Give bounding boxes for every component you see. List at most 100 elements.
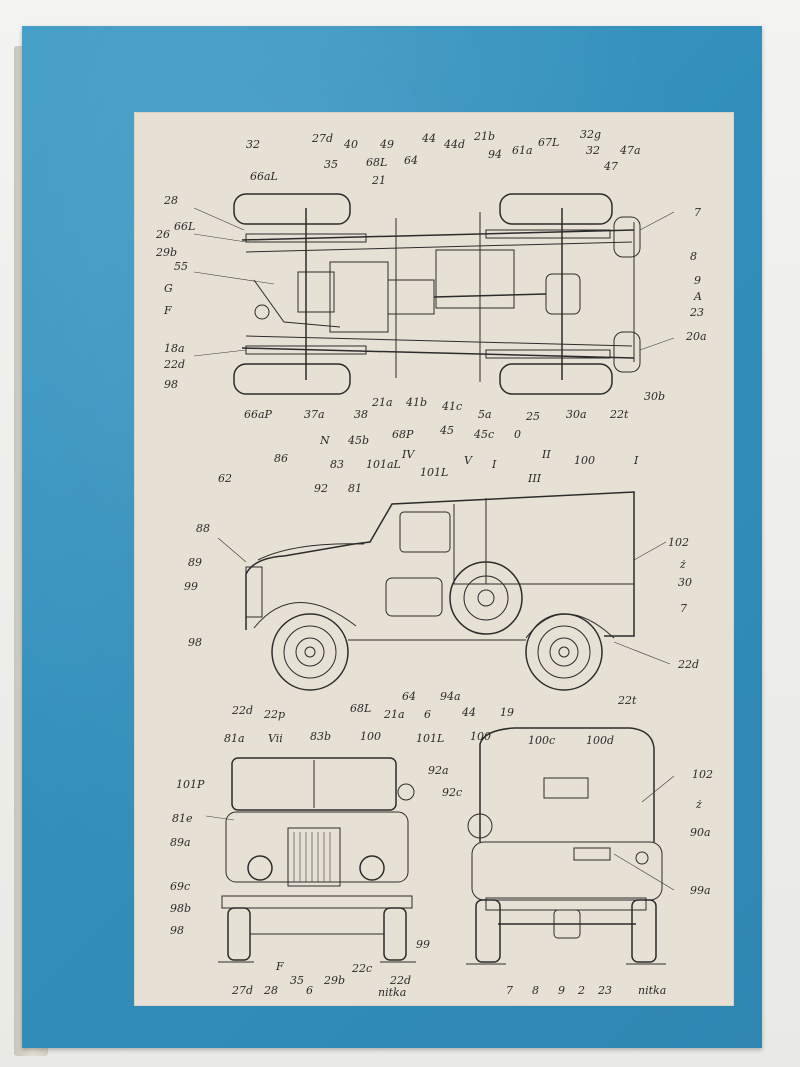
part-label: 66aL (250, 170, 278, 183)
part-label: 35 (324, 158, 338, 171)
part-label: 6 (306, 984, 313, 997)
part-label: 22p (263, 708, 285, 721)
part-label: 101P (176, 778, 205, 791)
part-label: F (275, 960, 284, 973)
part-label: 29b (323, 974, 345, 987)
part-label: 28 (163, 194, 178, 207)
part-label: 83b (310, 730, 331, 743)
part-label: 99 (184, 580, 198, 593)
part-label: 21 (371, 174, 386, 187)
part-label: 100c (528, 734, 555, 747)
drawing-sheet: 32 27d 40 35 66aL 68L 49 21 64 44 44d 21… (134, 112, 734, 1006)
part-label: 101L (416, 732, 444, 745)
top-view-labels: 32 27d 40 35 66aL 68L 49 21 64 44 44d 21… (155, 128, 707, 447)
part-label: A (693, 290, 702, 303)
part-label: 27d (231, 984, 253, 997)
part-label: N (319, 434, 330, 447)
part-label: 98 (170, 924, 184, 937)
part-label: 94 (488, 148, 502, 161)
part-label: 44 (421, 132, 436, 145)
top-view-chassis-diagram (233, 193, 641, 395)
part-label: 64 (402, 690, 416, 703)
part-label: 92c (442, 786, 462, 799)
part-label: 38 (354, 408, 368, 421)
part-label: 23 (597, 984, 612, 997)
part-label: ż (695, 798, 702, 811)
part-label: 99 (416, 938, 430, 951)
side-view-labels: IV 62 86 83 101aL 101L V I II III 100 I … (184, 448, 699, 721)
part-label: 81a (224, 732, 245, 745)
part-label: 25 (525, 410, 540, 423)
part-label: 44d (443, 138, 465, 151)
part-label: 0 (514, 428, 521, 441)
part-label: 19 (500, 706, 514, 719)
part-label: 102 (668, 536, 689, 549)
part-label: 45c (473, 428, 494, 441)
part-label: 83 (330, 458, 344, 471)
part-label: 81 (348, 482, 362, 495)
part-label: 98 (164, 378, 178, 391)
part-label: 92 (314, 482, 328, 495)
part-label: IV (401, 448, 415, 461)
part-label: 9 (694, 274, 701, 287)
blue-book-cover: 32 27d 40 35 66aL 68L 49 21 64 44 44d 21… (22, 26, 762, 1048)
part-label: 26 (155, 228, 170, 241)
part-label: 21a (371, 396, 393, 409)
part-label: 41c (441, 400, 462, 413)
part-label: 45 (439, 424, 454, 437)
part-label: 102 (692, 768, 713, 781)
part-label: 32g (580, 128, 601, 141)
part-label: 27d (311, 132, 333, 145)
part-label: 32 (586, 144, 600, 157)
part-label: 32 (246, 138, 260, 151)
part-label: 44 (461, 706, 476, 719)
part-label: 22t (609, 408, 629, 421)
part-label: 49 (379, 138, 394, 151)
part-label: 22d (231, 704, 253, 717)
part-label: 40 (343, 138, 358, 151)
part-label: 47a (619, 144, 641, 157)
part-label: 101aL (366, 458, 401, 471)
part-label: 30b (644, 390, 665, 403)
part-label: 99a (690, 884, 711, 897)
front-view-labels: 81a Vii 83b 100 101L 101P 92a 92c 81e 89… (170, 730, 462, 999)
part-label: 90a (690, 826, 711, 839)
part-label: 92a (428, 764, 449, 777)
part-label: 30a (566, 408, 587, 421)
part-label: 64 (404, 154, 418, 167)
part-label: I (491, 458, 497, 471)
part-label: 6 (424, 708, 431, 721)
part-label: 100 (360, 730, 381, 743)
part-label: 69c (170, 880, 190, 893)
part-label: G (164, 282, 173, 295)
rear-view-vehicle-diagram (466, 727, 666, 965)
part-label: 55 (174, 260, 188, 273)
part-label: 8 (690, 250, 697, 263)
part-label: 98b (170, 902, 191, 915)
part-label: 62 (218, 472, 232, 485)
part-label: 100 (574, 454, 595, 467)
part-label: nitka (638, 984, 666, 997)
part-label: Vii (268, 732, 283, 745)
part-label: 61a (512, 144, 533, 157)
part-label: 21b (473, 130, 495, 143)
side-view-vehicle-diagram (245, 491, 635, 691)
part-label: 66L (174, 220, 195, 233)
part-label: 7 (506, 984, 513, 997)
part-label: 67L (538, 136, 559, 149)
part-label: 22d (163, 358, 185, 371)
part-label: 86 (274, 452, 288, 465)
radiator-grille (287, 827, 341, 887)
part-label: V (464, 454, 473, 467)
part-label: 22c (351, 962, 372, 975)
part-label: ż (679, 558, 686, 571)
part-label: 8 (532, 984, 539, 997)
part-label: nitka (378, 986, 406, 999)
part-label: 5a (478, 408, 492, 421)
part-label: 100d (586, 734, 614, 747)
leader-lines (193, 207, 675, 891)
part-label: 94a (440, 690, 461, 703)
part-label: 7 (694, 206, 701, 219)
part-label: I (633, 454, 639, 467)
leaf-springs (245, 229, 611, 359)
